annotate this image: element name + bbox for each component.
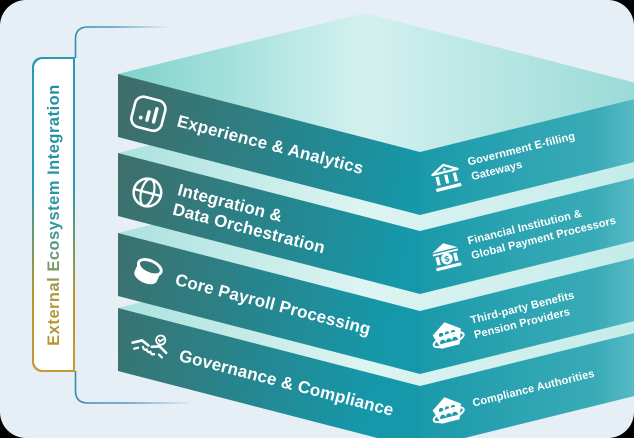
- external-ecosystem-bracket-box-inner: External Ecosystem Integration: [33, 58, 74, 371]
- external-ecosystem-bracket-box: External Ecosystem Integration: [32, 57, 75, 372]
- bracket-line-bottom: [74, 371, 190, 404]
- external-ecosystem-label: External Ecosystem Integration: [34, 59, 74, 371]
- slab-experience-analytics: [118, 13, 634, 215]
- bracket-line-top: [74, 26, 170, 58]
